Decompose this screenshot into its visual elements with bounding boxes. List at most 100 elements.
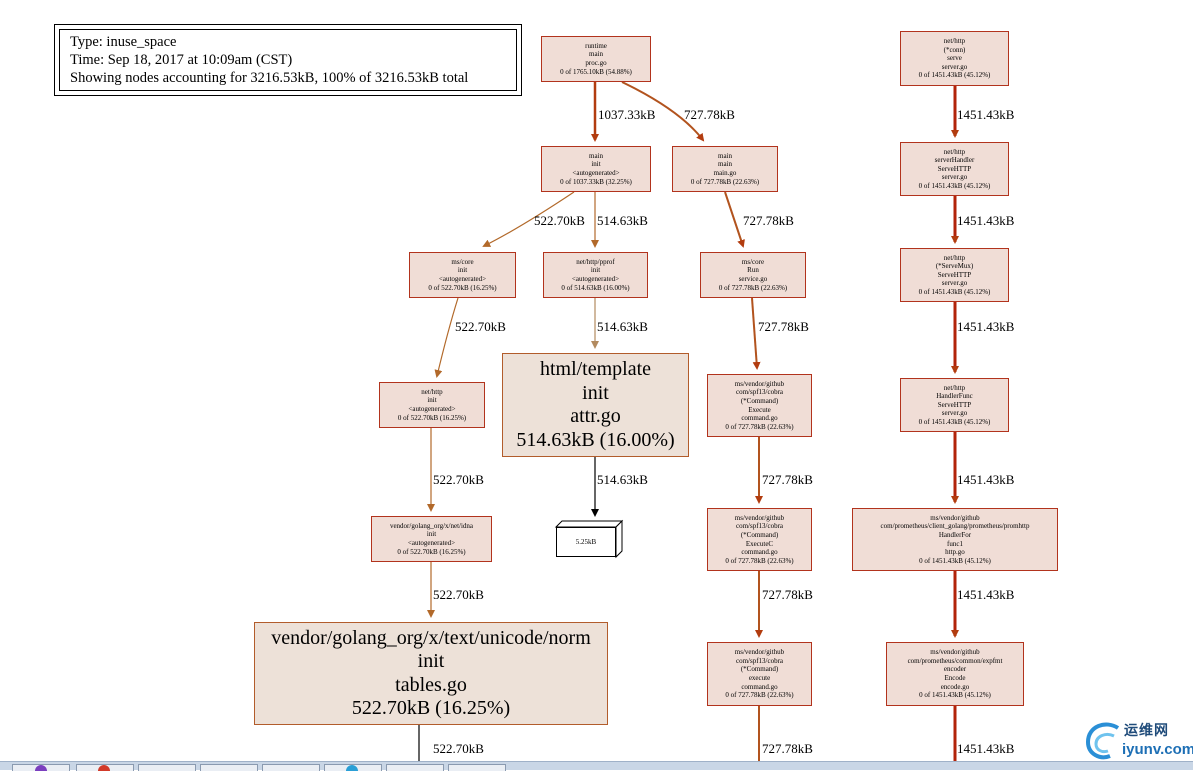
node-line: 0 of 727.78kB (22.63%) xyxy=(718,283,788,292)
node-core-run[interactable]: ms/core Run service.go 0 of 727.78kB (22… xyxy=(700,252,806,298)
node-line: ServeHTTP xyxy=(937,400,972,409)
node-line: ms/vendor/github xyxy=(930,648,980,657)
node-promhttp[interactable]: ms/vendor/github com/prometheus/client_g… xyxy=(852,508,1058,571)
legend-inner: Type: inuse_space Time: Sep 18, 2017 at … xyxy=(59,29,517,91)
node-line: server.go xyxy=(941,173,968,182)
node-line: 0 of 1451.43kB (45.12%) xyxy=(918,181,991,190)
node-line: main xyxy=(589,50,603,59)
node-cobra-executec[interactable]: ms/vendor/github com/spf13/cobra (*Comma… xyxy=(707,508,812,571)
node-line: 0 of 1451.43kB (45.12%) xyxy=(918,417,991,426)
node-conn-serve[interactable]: net/http (*conn) serve server.go 0 of 14… xyxy=(900,31,1009,86)
edge-label: 514.63kB xyxy=(597,319,648,334)
edge-label: 522.70kB xyxy=(433,472,484,487)
edge-label: 1451.43kB xyxy=(957,213,1015,228)
node-html-template[interactable]: html/template init attr.go 514.63kB (16.… xyxy=(502,353,689,457)
node-servemux[interactable]: net/http (*ServeMux) ServeHTTP server.go… xyxy=(900,248,1009,302)
node-main-main[interactable]: main main main.go 0 of 727.78kB (22.63%) xyxy=(672,146,778,192)
node-line: execute xyxy=(748,674,771,682)
node-line: runtime xyxy=(585,41,607,50)
node-expfmt[interactable]: ms/vendor/github com/prometheus/common/e… xyxy=(886,642,1024,706)
taskbar-button[interactable] xyxy=(386,764,444,771)
node-line: 0 of 1451.43kB (45.12%) xyxy=(918,287,991,296)
legend-type: Type: inuse_space xyxy=(70,34,177,50)
node-line: init xyxy=(426,530,437,539)
node-line: init xyxy=(457,266,468,275)
node-line: (*Command) xyxy=(740,530,779,539)
node-line: 0 of 1765.10kB (54.88%) xyxy=(560,67,632,76)
legend-time: Time: Sep 18, 2017 at 10:09am (CST) xyxy=(70,52,293,68)
node-line: Execute xyxy=(748,405,771,414)
watermark-logo: 运维网 iyunv.com xyxy=(1082,716,1193,764)
node-line: 0 of 522.70kB (16.25%) xyxy=(397,413,467,422)
node-line: vendor/golang_org/x/net/idna xyxy=(389,521,474,530)
node-line: main xyxy=(718,160,732,169)
node-idna-init[interactable]: vendor/golang_org/x/net/idna init <autog… xyxy=(371,516,492,562)
node-line: 0 of 727.78kB (22.63%) xyxy=(725,422,794,431)
node-nethttp-init[interactable]: net/http init <autogenerated> 0 of 522.7… xyxy=(379,382,485,428)
node-line: server.go xyxy=(941,279,968,288)
node-cobra-execute[interactable]: ms/vendor/github com/spf13/cobra (*Comma… xyxy=(707,642,812,706)
node-line: 0 of 1451.43kB (45.12%) xyxy=(918,71,991,80)
node-line: proc.go xyxy=(585,59,607,67)
node-line: 0 of 727.78kB (22.63%) xyxy=(690,177,760,186)
node-line: ms/vendor/github xyxy=(734,379,785,388)
node-line: server.go xyxy=(941,409,968,418)
node-line: http.go xyxy=(945,548,965,557)
node-line: command.go xyxy=(741,414,778,423)
node-line: ms/core xyxy=(741,257,765,266)
node-serverhandler[interactable]: net/http serverHandler ServeHTTP server.… xyxy=(900,142,1009,196)
node-line: 0 of 727.78kB (22.63%) xyxy=(725,691,794,700)
node-cobra-execute-cap[interactable]: ms/vendor/github com/spf13/cobra (*Comma… xyxy=(707,374,812,437)
node-line: main.go xyxy=(713,169,737,177)
node-line: <autogenerated> xyxy=(571,275,620,283)
node-line: command.go xyxy=(741,548,778,557)
node-line: com/spf13/cobra xyxy=(735,656,784,665)
edge-label: 727.78kB xyxy=(684,107,735,122)
edge-label: 522.70kB xyxy=(433,741,484,756)
node-line: ms/vendor/github xyxy=(734,648,785,657)
node-line: HandlerFor xyxy=(938,530,972,539)
node-line: <autogenerated> xyxy=(408,405,456,413)
node-line: net/http xyxy=(943,383,966,392)
node-size-box[interactable]: 5.25kB xyxy=(556,527,616,557)
node-line: attr.go xyxy=(570,405,621,427)
node-line: 0 of 522.70kB (16.25%) xyxy=(397,547,466,556)
node-line: net/http xyxy=(943,37,966,46)
node-line: init xyxy=(591,160,601,169)
taskbar-button[interactable] xyxy=(200,764,258,771)
node-line: com/spf13/cobra xyxy=(735,522,784,531)
node-line: init xyxy=(417,650,445,672)
edge-label: 1037.33kB xyxy=(598,107,656,122)
watermark-url: iyunv.com xyxy=(1122,741,1193,758)
node-line: 0 of 522.70kB (16.25%) xyxy=(428,283,497,292)
node-line: vendor/golang_org/x/text/unicode/norm xyxy=(271,626,591,649)
node-runtime-main[interactable]: runtime main proc.go 0 of 1765.10kB (54.… xyxy=(541,36,651,82)
node-line: server.go xyxy=(941,62,968,71)
edge-label: 514.63kB xyxy=(597,213,648,228)
taskbar-button[interactable] xyxy=(138,764,196,771)
node-line: ms/vendor/github xyxy=(930,513,980,522)
node-main-init[interactable]: main init <autogenerated> 0 of 1037.33kB… xyxy=(541,146,651,192)
node-line: service.go xyxy=(738,275,768,283)
edge-label: 727.78kB xyxy=(762,472,813,487)
taskbar-button[interactable] xyxy=(448,764,506,771)
node-line: <autogenerated> xyxy=(572,169,620,177)
node-line: <autogenerated> xyxy=(438,275,487,283)
node-pprof-init[interactable]: net/http/pprof init <autogenerated> 0 of… xyxy=(543,252,648,298)
node-line: (*ServeMux) xyxy=(935,262,974,271)
node-line: 5.25kB xyxy=(575,537,597,546)
node-line: net/http xyxy=(943,253,966,262)
node-line: Run xyxy=(747,266,759,275)
node-line: encode.go xyxy=(940,682,970,691)
node-line: HandlerFunc xyxy=(936,392,973,401)
node-norm-init[interactable]: vendor/golang_org/x/text/unicode/norm in… xyxy=(254,622,608,725)
edge-runtime-main-main xyxy=(621,81,705,142)
browser-icon xyxy=(98,765,110,771)
edge-label: 727.78kB xyxy=(762,587,813,602)
edge-label: 522.70kB xyxy=(534,213,585,228)
node-line: 0 of 1451.43kB (45.12%) xyxy=(919,691,991,700)
taskbar-button[interactable] xyxy=(262,764,320,771)
node-handlerfunc[interactable]: net/http HandlerFunc ServeHTTP server.go… xyxy=(900,378,1009,432)
node-line: html/template xyxy=(539,358,652,380)
node-core-init[interactable]: ms/core init <autogenerated> 0 of 522.70… xyxy=(409,252,516,298)
